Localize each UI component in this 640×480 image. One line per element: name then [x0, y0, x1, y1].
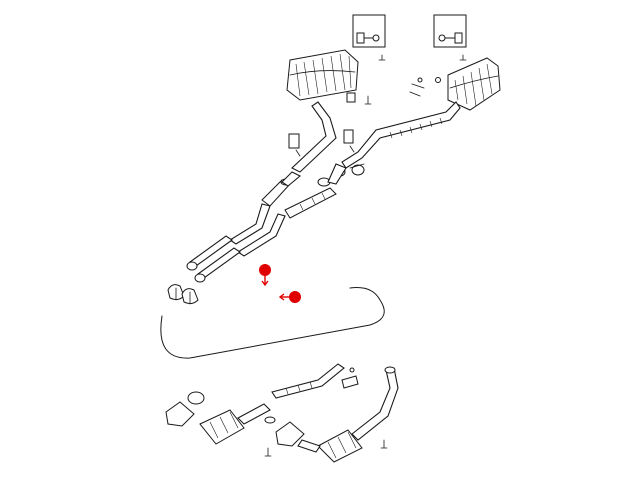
resonator-x-pipe [186, 163, 365, 283]
muffler-left [286, 49, 372, 105]
hanger-detail-right [433, 14, 467, 61]
rear-pipes [288, 101, 461, 173]
hotspot-marker-left[interactable] [278, 291, 301, 303]
hotspot-marker-down[interactable] [259, 264, 271, 287]
muffler-right [409, 57, 501, 111]
front-pipes-catalytic-converters [165, 363, 399, 463]
hanger-detail-left [352, 14, 386, 61]
section-divider [160, 287, 385, 359]
tailpipe-clamps [167, 284, 199, 305]
